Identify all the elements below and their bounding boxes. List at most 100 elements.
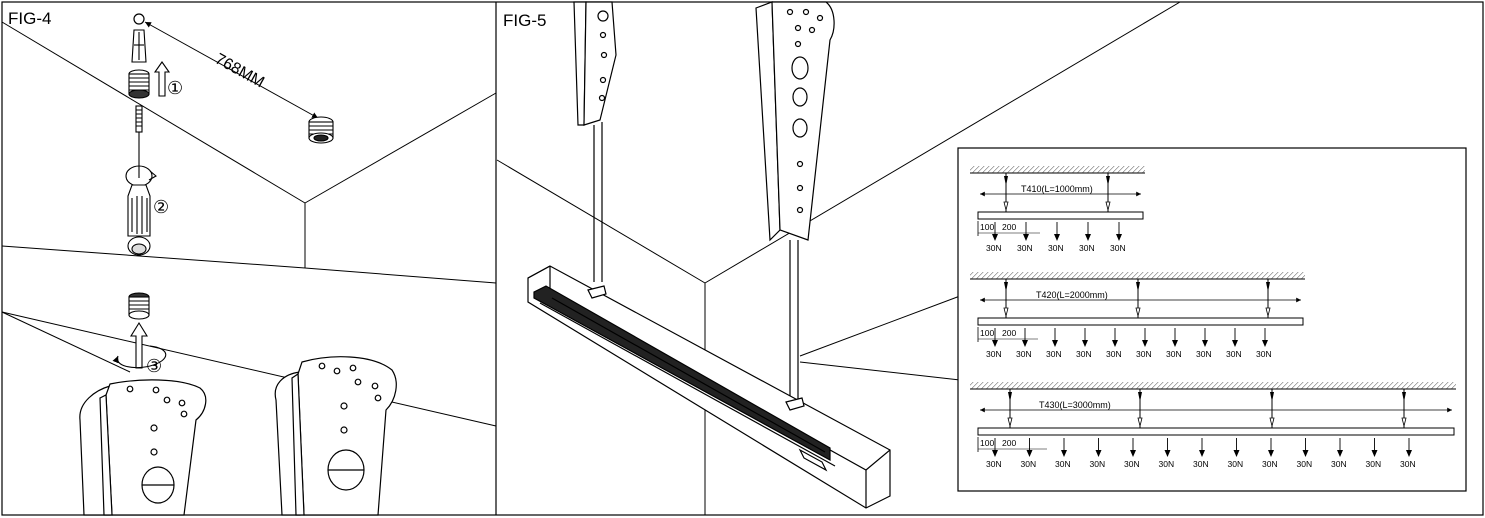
load-label: 30N xyxy=(1090,459,1106,469)
threaded-insert-lower xyxy=(128,292,150,320)
load-label: 30N xyxy=(1048,243,1064,253)
spacing-second-label: 200 xyxy=(1002,222,1016,232)
load-arrow-head xyxy=(1022,340,1028,347)
ceiling-hatch xyxy=(970,272,1305,279)
screw xyxy=(135,105,143,178)
load-label: 30N xyxy=(1262,459,1278,469)
load-arrow-head xyxy=(1262,340,1268,347)
load-label: 30N xyxy=(1297,459,1313,469)
fig5-panel: FIG-5 xyxy=(496,1,1467,515)
ceiling-insert-installed xyxy=(308,116,334,144)
load-arrow-head xyxy=(1172,340,1178,347)
right-mounting-bracket xyxy=(274,356,397,516)
step1-up-arrow xyxy=(153,61,171,97)
load-label: 30N xyxy=(1400,459,1416,469)
load-label: 30N xyxy=(1021,459,1037,469)
load-arrow-head xyxy=(1268,450,1274,457)
load-arrow-head xyxy=(992,340,998,347)
load-label: 30N xyxy=(986,243,1002,253)
track-bar xyxy=(977,211,1144,220)
track-connector xyxy=(1007,417,1013,427)
wire-gripper xyxy=(1138,392,1142,402)
fig5-room-lines xyxy=(496,1,1181,515)
load-arrow-head xyxy=(992,450,998,457)
load-arrow-head xyxy=(1023,234,1029,241)
spacing-first-label: 100 xyxy=(980,222,994,232)
load-label: 30N xyxy=(1193,459,1209,469)
track-connector xyxy=(1003,201,1009,211)
load-label: 30N xyxy=(986,349,1002,359)
load-arrow-head xyxy=(1337,450,1343,457)
wall-anchor xyxy=(131,29,147,63)
load-label: 30N xyxy=(1226,349,1242,359)
load-label: 30N xyxy=(1159,459,1175,469)
load-arrow-head xyxy=(1130,450,1136,457)
step1-number: ① xyxy=(167,78,183,98)
model-length-label: T430(L=3000mm) xyxy=(1039,400,1111,410)
track-connector xyxy=(1401,417,1407,427)
load-arrow-head xyxy=(1232,340,1238,347)
load-diagram-3: T430(L=3000mm) 100 200 30N 30N 30N 30N 30N 30N 30… xyxy=(970,382,1456,469)
load-label: 30N xyxy=(1256,349,1272,359)
load-arrow-head xyxy=(1233,450,1240,457)
track-bar xyxy=(977,317,1304,326)
load-label: 30N xyxy=(1124,459,1140,469)
step3-up-arrow xyxy=(112,321,167,369)
wire-gripper xyxy=(1270,392,1274,402)
load-arrow-head xyxy=(1082,340,1088,347)
load-arrow-head xyxy=(1054,234,1060,241)
track-connector xyxy=(1105,201,1111,211)
load-label: 30N xyxy=(1331,459,1347,469)
load-label: 30N xyxy=(1076,349,1092,359)
load-arrow-head xyxy=(1052,340,1058,347)
load-arrow-head xyxy=(1142,340,1148,347)
wire-gripper xyxy=(1004,176,1008,186)
model-length-label: T420(L=2000mm) xyxy=(1036,290,1108,300)
wire-gripper xyxy=(1106,176,1110,186)
track-light-body xyxy=(527,265,891,509)
track-connector xyxy=(1269,417,1275,427)
load-label: 30N xyxy=(1046,349,1062,359)
fig4-panel: FIG-4 768MM xyxy=(1,9,497,516)
track-connector xyxy=(1135,307,1141,317)
load-arrow-head xyxy=(992,234,998,241)
load-arrow-head xyxy=(1302,450,1309,457)
load-arrow-head xyxy=(1116,234,1122,241)
wire-gripper xyxy=(1004,282,1008,292)
load-arrow-head xyxy=(1406,450,1412,457)
load-label: 30N xyxy=(1055,459,1071,469)
load-arrow-head xyxy=(1371,450,1378,457)
load-label: 30N xyxy=(1017,243,1033,253)
load-label: 30N xyxy=(1166,349,1182,359)
load-label: 30N xyxy=(1106,349,1122,359)
load-arrow-head xyxy=(1061,450,1067,457)
load-arrow-head xyxy=(1085,234,1091,241)
wire-gripper xyxy=(1136,282,1140,292)
load-label: 30N xyxy=(1079,243,1095,253)
screwdriver xyxy=(125,165,157,256)
step3-number: ③ xyxy=(146,356,162,376)
fig5-label: FIG-5 xyxy=(503,11,546,30)
load-label: 30N xyxy=(1136,349,1152,359)
step2-number: ② xyxy=(153,197,169,217)
spacing-first-label: 100 xyxy=(980,438,994,448)
fig5-right-bracket xyxy=(755,1,835,402)
threaded-insert xyxy=(128,69,150,99)
fig5-left-bracket xyxy=(573,1,617,282)
load-label: 30N xyxy=(1196,349,1212,359)
left-mounting-bracket xyxy=(79,379,207,516)
load-label: 30N xyxy=(1110,243,1126,253)
track-bar xyxy=(977,427,1455,436)
track-connector xyxy=(1265,307,1271,317)
wire-gripper xyxy=(1008,392,1012,402)
load-arrow-head xyxy=(1112,340,1118,347)
spacing-second-label: 200 xyxy=(1002,328,1016,338)
fig4-room-lines xyxy=(1,21,497,427)
load-arrow-head xyxy=(1026,450,1033,457)
wire-gripper xyxy=(1402,392,1406,402)
spacing-second-label: 200 xyxy=(1002,438,1016,448)
